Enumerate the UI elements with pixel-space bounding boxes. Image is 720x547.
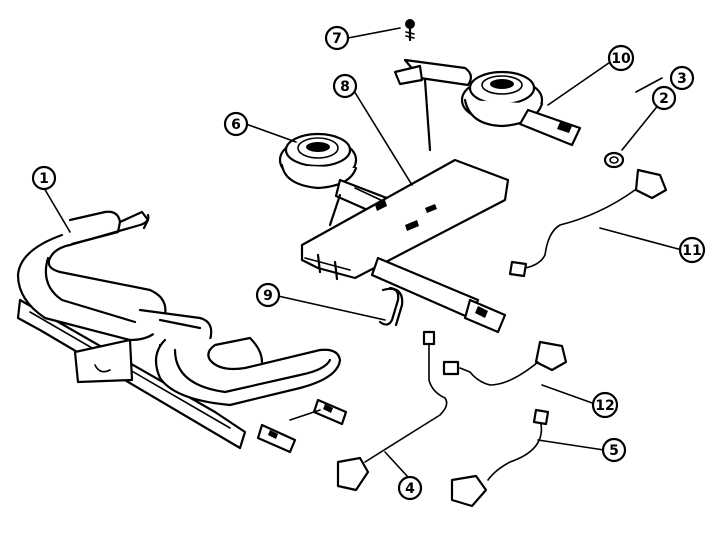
part-1-oval-burner: [16, 210, 348, 454]
callout-4: 4: [397, 475, 423, 501]
callout-5: 5: [601, 437, 627, 463]
part-5-ignitor: [450, 408, 550, 508]
part-11-ignitor: [508, 168, 668, 278]
part-2-nut: [603, 151, 625, 169]
callout-2: 2: [651, 85, 677, 111]
part-9-clip: [378, 286, 404, 327]
callout-label-2: 2: [659, 91, 669, 107]
callout-7: 7: [324, 25, 350, 51]
callout-label-8: 8: [340, 79, 350, 95]
callout-10: 10: [607, 44, 635, 72]
callout-label-6: 6: [231, 117, 241, 133]
callout-label-3: 3: [677, 71, 687, 87]
part-4-ignitor: [336, 330, 448, 492]
leader-lines: [43, 27, 683, 478]
callout-label-7: 7: [332, 31, 342, 47]
callout-8: 8: [332, 73, 358, 99]
callout-11: 11: [678, 236, 706, 264]
part-8-burner-bracket: [300, 158, 510, 334]
callout-3: 3: [669, 65, 695, 91]
callouts: 1 2 3 4 5 6 7 8: [31, 25, 706, 501]
callout-label-11: 11: [682, 243, 701, 259]
callout-label-10: 10: [611, 51, 631, 67]
callout-label-5: 5: [609, 443, 619, 459]
callout-12: 12: [591, 391, 619, 419]
callout-1: 1: [31, 165, 57, 191]
part-12-ignitor: [442, 340, 568, 386]
callout-label-9: 9: [263, 288, 273, 304]
callout-label-4: 4: [405, 481, 415, 497]
part-7-screw: [405, 19, 415, 42]
callout-label-1: 1: [39, 171, 49, 187]
callout-9: 9: [255, 282, 281, 308]
callout-label-12: 12: [595, 398, 614, 414]
callout-6: 6: [223, 111, 249, 137]
part-10-rear-burner: [393, 58, 582, 152]
